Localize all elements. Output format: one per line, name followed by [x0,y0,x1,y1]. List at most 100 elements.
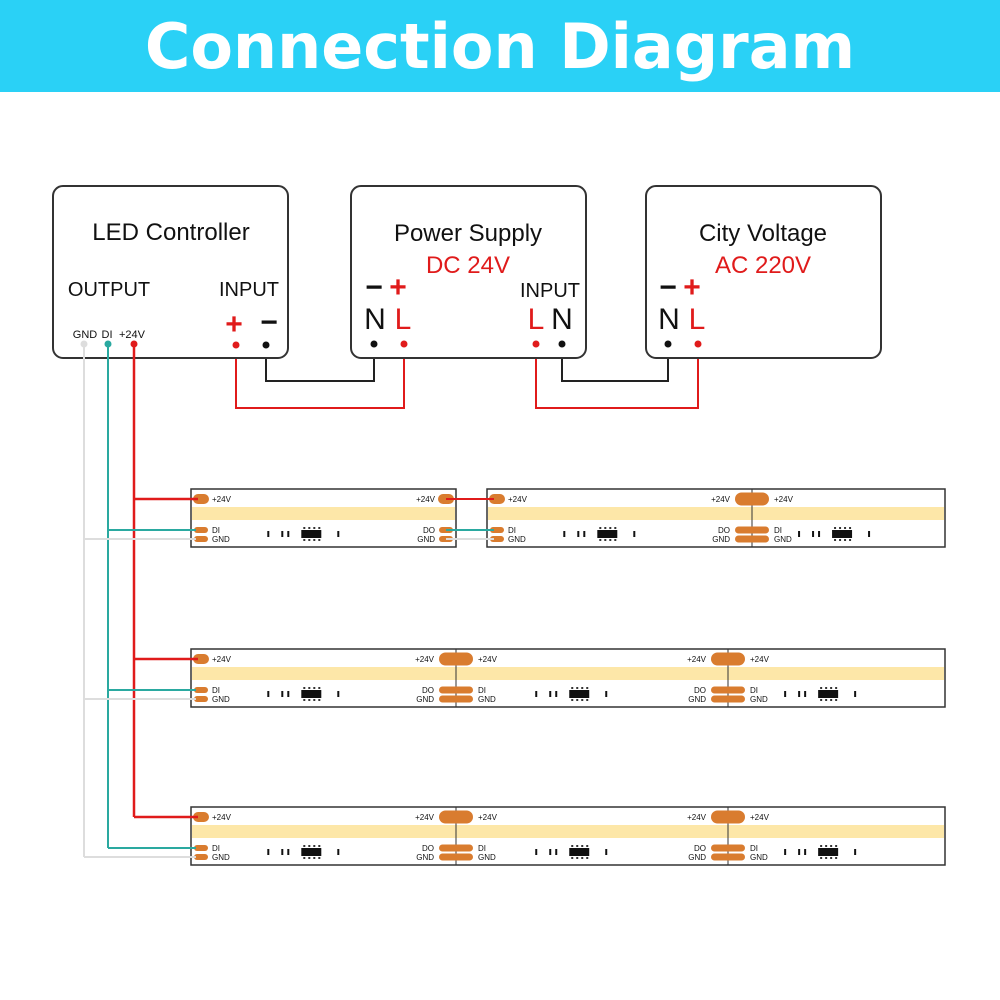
label-gnd: GND [750,853,768,862]
label-gnd: GND [688,853,706,862]
pad-24v [193,494,209,504]
label-gnd: GND [478,853,496,862]
chip-pin [835,687,838,689]
chip-pin [581,687,584,689]
chip-pin [308,539,311,541]
label-di: DI [750,686,758,695]
power-supply-rating: DC 24V [426,252,510,279]
chip-pin [835,857,838,859]
city-voltage-rating: AC 220V [715,252,811,279]
chip-pin [820,687,823,689]
label-gnd: GND [688,695,706,704]
label-24v: +24V [750,813,770,822]
pad-di [490,527,504,533]
pad-24v-joint [439,810,473,824]
component [804,691,807,697]
chip-pin [825,845,828,847]
chip-icon [832,530,853,538]
label-gnd: GND [750,695,768,704]
chip-pin [614,539,617,541]
component [798,531,801,537]
power-supply-title: Power Supply [394,220,542,247]
label-gnd: GND [508,535,526,544]
component [605,849,608,855]
label-24v: +24V [687,655,707,664]
label-do: DO [694,686,706,695]
label-di: DI [508,526,516,535]
component [281,531,284,537]
label-gnd: GND [478,695,496,704]
chip-pin [849,527,852,529]
psu-plus-sign: + [389,271,407,304]
mains-neutral-wire [561,345,669,382]
pad-24v [193,812,209,822]
chip-pin [313,539,316,541]
pad-24v [489,494,505,504]
label-do: DO [422,844,434,853]
terminal-dot [400,340,408,348]
pad-gnd [194,536,208,542]
mains-l: L [689,303,706,336]
label-di: DI [774,526,782,535]
controller-pin-24v: +24V [119,329,146,341]
city-voltage: City Voltage AC 220V − + N L [645,185,882,359]
terminal-dot [262,341,270,349]
pad-gnd-joint [711,695,745,703]
chip-pin [581,857,584,859]
chip-pin [318,687,321,689]
chip-pin [308,845,311,847]
chip-pin [820,857,823,859]
pad-24v-joint [735,492,769,506]
chip-pin [820,699,823,701]
chip-pin [303,687,306,689]
pad-do-di-joint [439,686,473,694]
component [337,691,340,697]
chip-icon [301,530,322,538]
city-voltage-title: City Voltage [699,220,827,247]
label-di: DI [478,686,486,695]
chip-pin [586,845,589,847]
component [804,849,807,855]
chip-pin [571,857,574,859]
component [549,849,552,855]
label-24v: +24V [711,495,731,504]
chip-pin [313,527,316,529]
label-24v: +24V [212,495,232,504]
chip-pin [581,699,584,701]
label-24v: +24V [415,813,435,822]
label-gnd: GND [212,535,230,544]
component [563,531,566,537]
component [267,849,270,855]
psu-input-n: N [551,303,573,336]
pad-gnd [490,536,504,542]
chip-pin [586,857,589,859]
chip-pin [576,699,579,701]
chip-pin [835,699,838,701]
label-do: DO [423,526,435,535]
page-title: Connection Diagram [144,9,856,83]
chip-pin [318,699,321,701]
chip-pin [609,539,612,541]
chip-pin [604,527,607,529]
chip-pin [308,687,311,689]
mains-live-wire [535,345,699,409]
psu-input-l: L [528,303,545,336]
component [577,531,580,537]
pad-gnd-joint [439,853,473,861]
chip-pin [318,845,321,847]
psu-output-n: N [364,303,386,336]
chip-pin [820,845,823,847]
mains-n: N [658,303,680,336]
chip-icon [301,848,322,856]
chip-pin [849,539,852,541]
label-24v: +24V [478,813,498,822]
pad-do-di-joint [711,844,745,852]
led-controller-box [52,185,289,359]
controller-input-label: INPUT [219,279,279,301]
component [868,531,871,537]
pad-do-di-joint [711,686,745,694]
chip-pin [844,527,847,529]
component [281,691,284,697]
chip-pin [830,845,833,847]
chip-pin [313,845,316,847]
